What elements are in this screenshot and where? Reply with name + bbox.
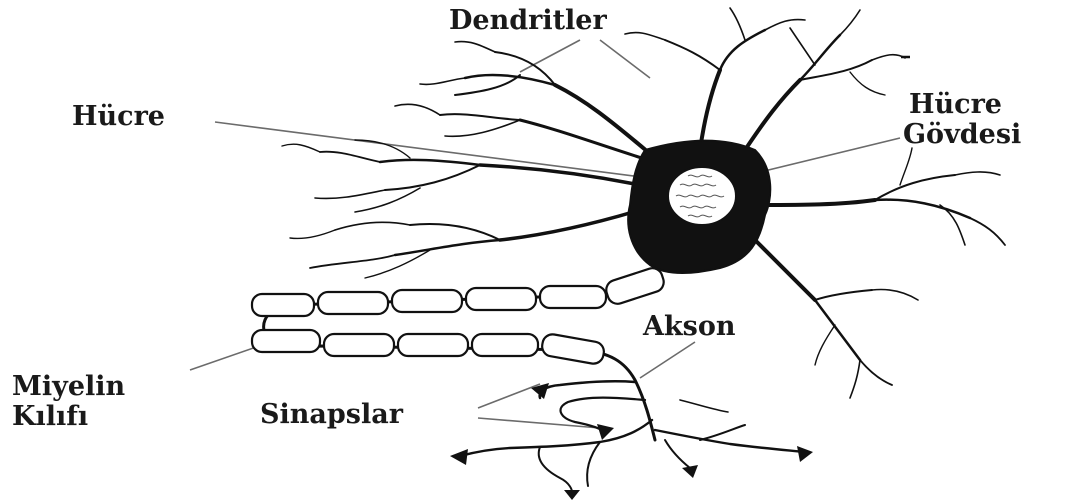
leader-axon xyxy=(640,342,695,378)
synaptic-boutons xyxy=(450,383,813,500)
leader-dendrites-right xyxy=(600,40,650,78)
label-myelin-line2: Kılıfı xyxy=(12,402,125,432)
label-cell-body-line2: Gövdesi xyxy=(903,120,1021,150)
nucleus xyxy=(668,167,736,225)
label-cell-body-line1: Hücre xyxy=(903,90,1021,120)
label-cell-body: Hücre Gövdesi xyxy=(903,90,1021,150)
label-synapses-text: Sinapslar xyxy=(260,400,403,430)
label-cell-text: Hücre xyxy=(72,102,165,132)
label-synapses: Sinapslar xyxy=(260,400,403,430)
label-dendrites: Dendritler xyxy=(449,6,607,36)
axon-terminals xyxy=(460,381,805,492)
leader-synapse-1 xyxy=(478,384,540,408)
myelin-sheath xyxy=(252,266,666,366)
label-axon-text: Akson xyxy=(643,312,736,342)
leader-cell-body xyxy=(760,138,900,172)
label-myelin-sheath: Miyelin Kılıfı xyxy=(12,372,125,432)
label-axon: Akson xyxy=(643,312,736,342)
label-cell: Hücre xyxy=(72,102,165,132)
label-dendrites-text: Dendritler xyxy=(449,6,607,36)
leader-dendrites-left xyxy=(520,40,580,72)
leader-cell xyxy=(215,122,665,180)
label-myelin-line1: Miyelin xyxy=(12,372,125,402)
leader-myelin xyxy=(190,345,262,370)
